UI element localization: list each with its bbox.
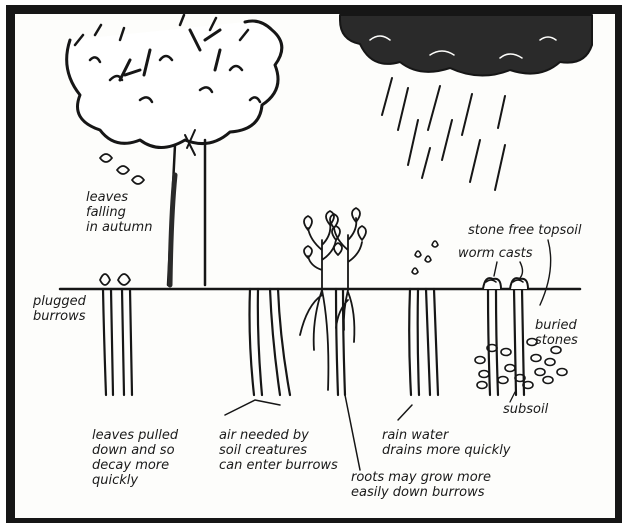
label-leaves-pulled: leaves pulled down and so decay more qui… [92, 428, 178, 488]
plugged-burrows [100, 274, 132, 395]
label-stone-free-topsoil: stone free topsoil [468, 223, 582, 238]
label-air-needed: air needed by soil creatures can enter b… [219, 428, 338, 473]
label-roots-grow: roots may grow more easily down burrows [351, 470, 491, 500]
rain [382, 78, 505, 190]
falling-leaves [100, 154, 144, 184]
drainage-burrows [398, 241, 438, 420]
rain-cloud [340, 15, 592, 76]
label-leaves-falling: leaves falling in autumn [86, 190, 152, 235]
air-burrows [225, 289, 290, 415]
tree [67, 15, 282, 285]
label-rain-water: rain water drains more quickly [382, 428, 511, 458]
label-worm-casts: worm casts [458, 246, 532, 261]
label-subsoil: subsoil [503, 402, 548, 417]
label-plugged-burrows: plugged burrows [33, 294, 86, 324]
label-buried-stones: buried stones [535, 318, 578, 348]
